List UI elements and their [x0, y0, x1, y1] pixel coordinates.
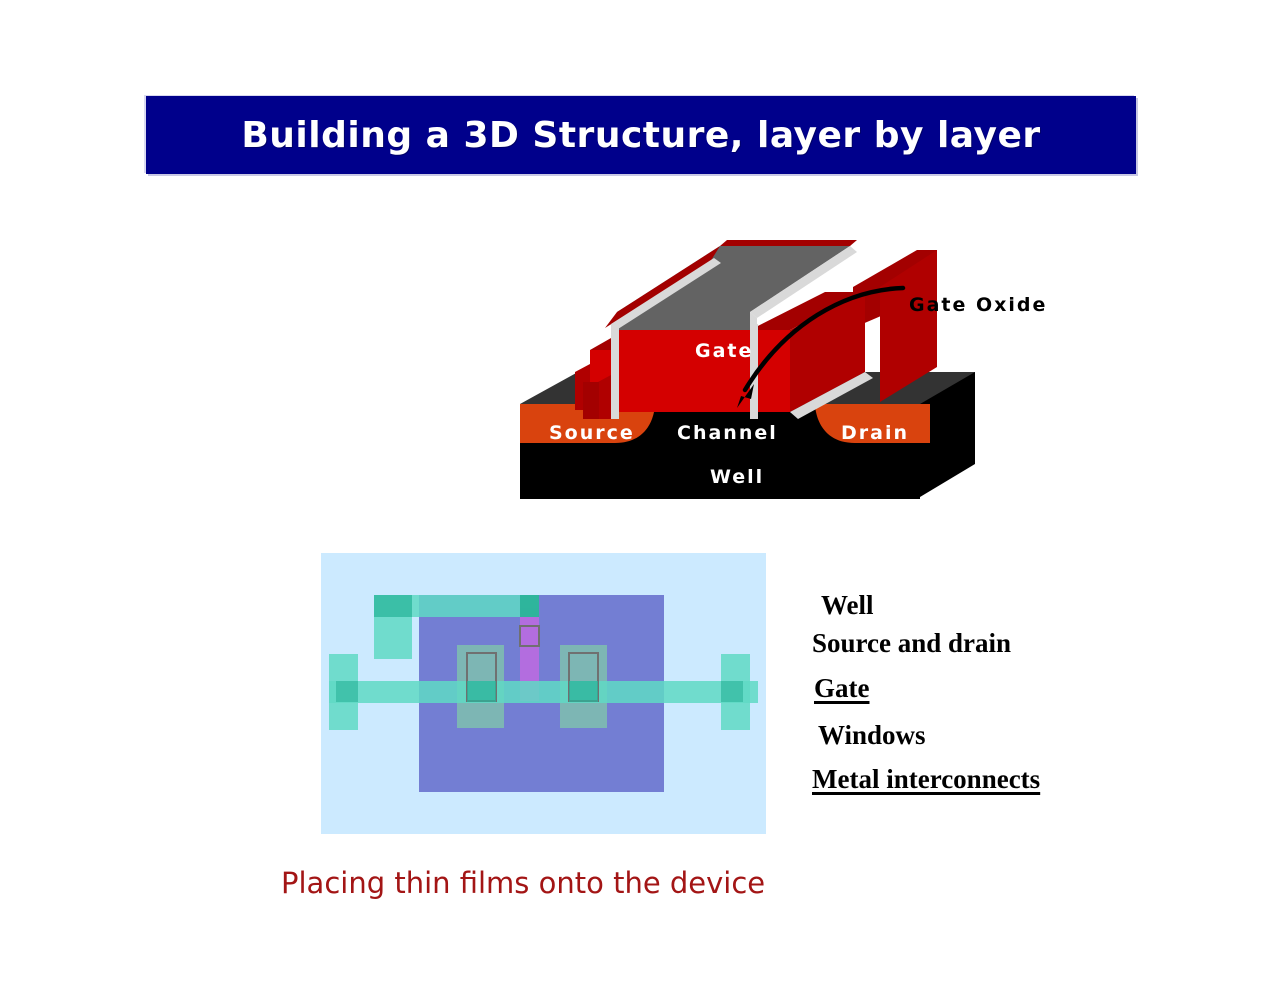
legend-item-gate: Gate [814, 673, 870, 703]
gate-base-left-step [598, 375, 611, 419]
layout-contact-fill-drain [569, 681, 598, 702]
layout-contact-fill-right [721, 681, 743, 702]
legend-item-source-and-drain: Source and drain [812, 628, 1012, 658]
layout-contact-fill-left [336, 681, 358, 702]
gate-oxide-top-face [617, 246, 850, 312]
gate-top-gray-front [617, 312, 750, 330]
layout-gate-poly [520, 608, 539, 701]
layout-mask-svg [329, 595, 758, 792]
mosfet-3d-svg [520, 240, 975, 499]
layout-window-gate [519, 625, 540, 647]
gate-top-red-bevel [605, 246, 720, 328]
slide-caption: Placing thin films onto the device [281, 866, 766, 900]
drain-region [815, 404, 930, 443]
gate-oxide-diagonal-right [790, 372, 873, 419]
gate-top-red-edge [720, 240, 857, 246]
gate-oxide-post-right [750, 324, 758, 419]
gate-oxide-left-strip [611, 258, 721, 329]
mosfet-3d-diagram: Gate Source Channel Drain Well Gate Oxid… [505, 232, 1075, 517]
legend-item-windows: Windows [818, 720, 926, 750]
legend-item-well: Well [821, 590, 874, 620]
layout-metal-gate-pad [520, 595, 539, 617]
layer-legend: Well Source and drain Gate Windows Metal… [812, 592, 1132, 793]
gate-oxide-post-left [611, 324, 619, 419]
gate-front-face [617, 330, 750, 412]
gate-base-left-block [583, 382, 599, 419]
gate-right-extension-front [750, 330, 790, 412]
layout-contact-fill-topleft [374, 595, 412, 617]
layout-metal-middle-bar [329, 681, 758, 703]
layout-contact-fill-source [467, 681, 496, 702]
well-base-shadow [520, 495, 920, 499]
layout-metal-top-bar [374, 595, 539, 617]
slide-title-banner: Building a 3D Structure, layer by layer [146, 96, 1136, 174]
layout-top-view-diagram [321, 553, 766, 834]
gate-oxide-arrow-curve [742, 285, 906, 393]
source-region [520, 404, 655, 443]
gate-right-extension-top [750, 292, 865, 330]
well-right-face [920, 372, 975, 497]
gate-oxide-arrow-head [737, 384, 754, 408]
gate-oxide-right-strip [750, 246, 857, 318]
page-title: Building a 3D Structure, layer by layer [241, 114, 1041, 156]
legend-item-metal-interconnects: Metal interconnects [812, 764, 1041, 794]
